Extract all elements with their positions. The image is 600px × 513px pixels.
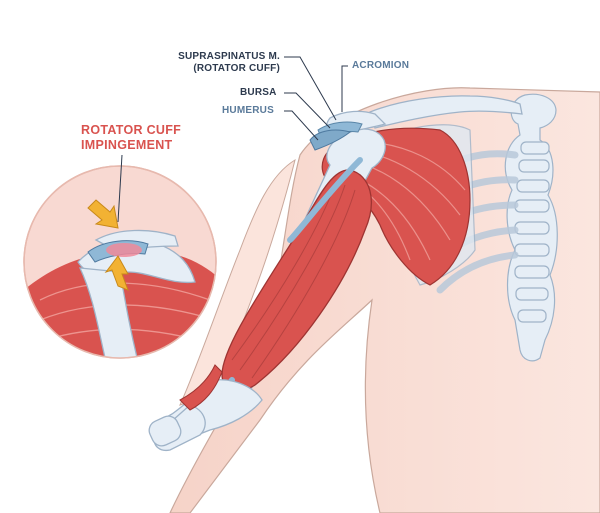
- supraspinatus-label-line2: (ROTATOR CUFF): [193, 63, 280, 74]
- impingement-label-line1: ROTATOR CUFF: [81, 123, 182, 137]
- forearm-muscle: [179, 364, 223, 411]
- clavicle: [369, 95, 523, 129]
- biceps-fibers: [231, 184, 356, 379]
- arm-skin: [179, 158, 296, 406]
- leader-lines: [284, 56, 348, 141]
- impingement-leader: [117, 154, 123, 223]
- yellow-arrow-icon: [87, 199, 129, 291]
- supraspinatus-label-line1: SUPRASPINATUS M.: [178, 51, 280, 62]
- forearm-bones: [148, 379, 263, 452]
- acromion-label: ACROMION: [352, 60, 410, 71]
- spine: [504, 93, 558, 362]
- supraspinatus-label: SUPRASPINATUS M. (ROTATOR CUFF): [162, 51, 280, 75]
- humerus-label: HUMERUS: [222, 105, 274, 116]
- impingement-label-line2: IMPINGEMENT: [81, 138, 173, 152]
- bursa-label: BURSA: [240, 87, 277, 98]
- impingement-label: ROTATOR CUFF IMPINGEMENT: [81, 123, 181, 153]
- zoom-inset: [23, 165, 217, 359]
- supraspinatus-tendon: [309, 129, 352, 151]
